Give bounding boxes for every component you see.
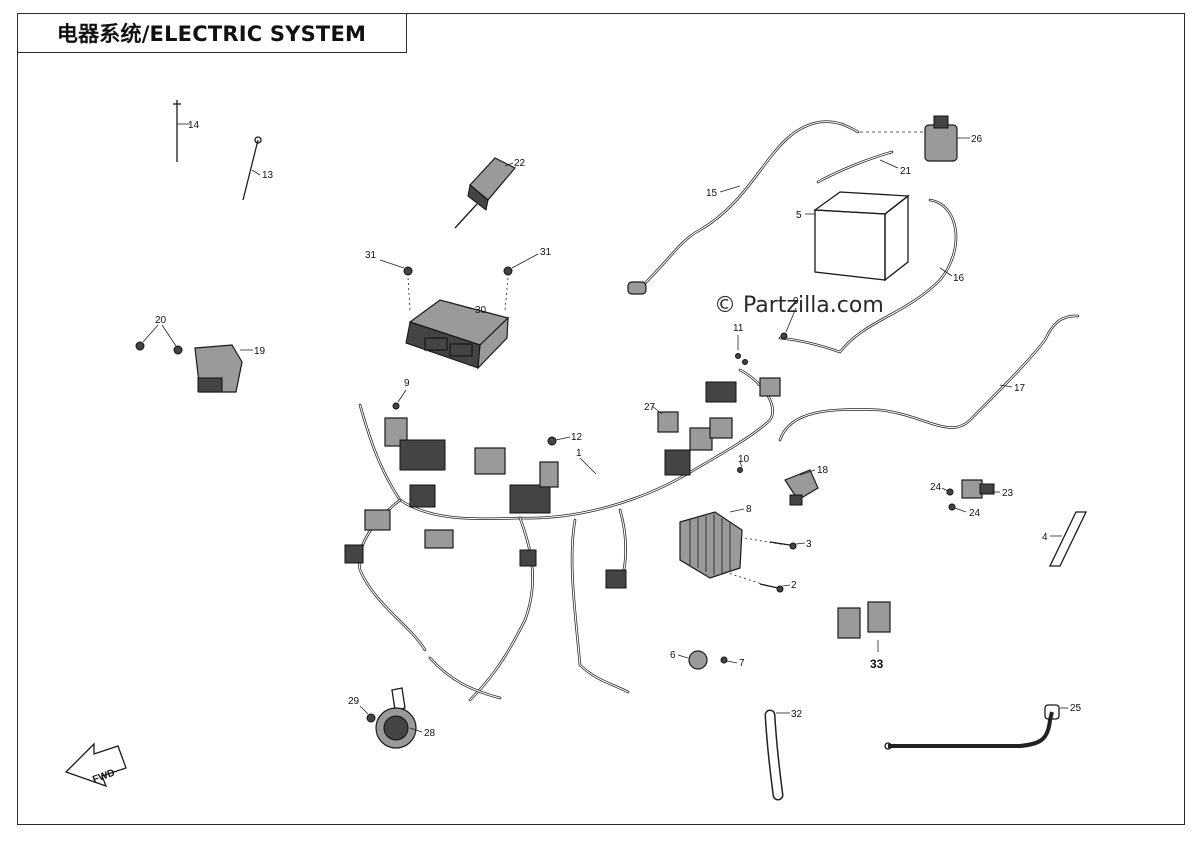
callout-32: 32 bbox=[791, 709, 803, 720]
callout-24-top: 24 bbox=[930, 482, 942, 493]
callout-9-left: 9 bbox=[404, 378, 410, 389]
callout-17: 17 bbox=[1014, 383, 1026, 394]
callout-10: 10 bbox=[738, 454, 750, 465]
callout-3: 3 bbox=[806, 539, 812, 550]
part-27-relay[interactable] bbox=[651, 405, 679, 433]
part-17-wire[interactable] bbox=[778, 314, 1080, 442]
watermark: © Partzilla.com bbox=[714, 293, 884, 318]
part-29-bolt[interactable] bbox=[359, 705, 376, 723]
callout-11: 11 bbox=[733, 323, 744, 334]
part-4-strap[interactable] bbox=[1048, 511, 1088, 567]
callout-15: 15 bbox=[706, 188, 718, 199]
part-30-ecu[interactable] bbox=[405, 277, 510, 370]
callout-22: 22 bbox=[514, 158, 526, 169]
part-14-strap[interactable] bbox=[173, 100, 190, 162]
callout-31-right: 31 bbox=[540, 247, 552, 258]
diagram-frame bbox=[17, 13, 1185, 825]
part-12-clip[interactable] bbox=[547, 436, 571, 446]
part-22-module[interactable] bbox=[454, 157, 516, 229]
part-24-bolt-top[interactable] bbox=[941, 487, 954, 496]
callout-13: 13 bbox=[262, 170, 274, 181]
part-8-regulator[interactable] bbox=[679, 508, 745, 579]
callout-26: 26 bbox=[971, 134, 983, 145]
title-box: 电器系统/ELECTRIC SYSTEM bbox=[17, 13, 407, 53]
part-16-cable[interactable] bbox=[778, 198, 958, 354]
callout-25: 25 bbox=[1070, 703, 1082, 714]
callout-21: 21 bbox=[900, 166, 912, 177]
part-26-starter-relay[interactable] bbox=[860, 115, 970, 162]
part-18-connector[interactable] bbox=[784, 469, 819, 506]
callout-1: 1 bbox=[576, 448, 582, 459]
part-7-bolt[interactable] bbox=[720, 656, 738, 664]
fwd-arrow-icon: FWD bbox=[64, 742, 127, 788]
callout-23: 23 bbox=[1002, 488, 1014, 499]
part-10-screw[interactable] bbox=[737, 461, 743, 473]
part-24-bolt-bottom[interactable] bbox=[948, 503, 967, 513]
part-20-bolts[interactable] bbox=[135, 324, 183, 355]
part-2-bolt[interactable] bbox=[724, 571, 791, 593]
part-15-battery-cable[interactable] bbox=[627, 120, 860, 295]
callout-24-bottom: 24 bbox=[969, 508, 981, 519]
part-9-bolt-right[interactable] bbox=[780, 307, 797, 340]
part-32-tube[interactable] bbox=[764, 709, 790, 801]
callout-31-left: 31 bbox=[365, 250, 377, 261]
part-13-cable-tie[interactable] bbox=[242, 136, 262, 201]
callout-5: 5 bbox=[796, 210, 802, 221]
callout-20: 20 bbox=[155, 315, 167, 326]
part-25-ground-cable[interactable] bbox=[884, 704, 1068, 750]
callout-16: 16 bbox=[953, 273, 965, 284]
part-33-connectors[interactable] bbox=[837, 601, 891, 652]
part-23-sensor[interactable] bbox=[961, 479, 1000, 499]
callout-8: 8 bbox=[746, 504, 752, 515]
diagram-title: 电器系统/ELECTRIC SYSTEM bbox=[56, 21, 367, 46]
part-28-horn[interactable] bbox=[375, 687, 423, 749]
part-31-nut-left[interactable] bbox=[379, 259, 413, 276]
part-9-bolt-left[interactable] bbox=[392, 389, 407, 410]
callout-14: 14 bbox=[188, 120, 200, 131]
callout-4: 4 bbox=[1042, 532, 1048, 543]
callout-33: 33 bbox=[870, 657, 884, 671]
callout-18: 18 bbox=[817, 465, 829, 476]
part-19-relay-box[interactable] bbox=[194, 344, 253, 393]
part-11-screws[interactable] bbox=[735, 335, 748, 365]
part-1-main-harness[interactable] bbox=[344, 368, 781, 702]
callout-30: 30 bbox=[475, 305, 487, 316]
callout-29: 29 bbox=[348, 696, 360, 707]
fwd-label: FWD bbox=[91, 768, 116, 786]
callout-12: 12 bbox=[571, 432, 583, 443]
callout-27: 27 bbox=[644, 402, 656, 413]
callout-2: 2 bbox=[791, 580, 797, 591]
callout-28: 28 bbox=[424, 728, 436, 739]
part-3-bolt[interactable] bbox=[744, 537, 806, 550]
part-31-nut-right[interactable] bbox=[503, 253, 539, 276]
callout-9-right: 9 bbox=[793, 296, 799, 307]
part-6-sensor[interactable] bbox=[677, 650, 708, 670]
part-21-cable[interactable] bbox=[816, 150, 899, 184]
callout-19: 19 bbox=[254, 346, 266, 357]
callout-7: 7 bbox=[739, 658, 745, 669]
part-5-battery[interactable] bbox=[805, 191, 910, 282]
callout-6: 6 bbox=[670, 650, 676, 661]
